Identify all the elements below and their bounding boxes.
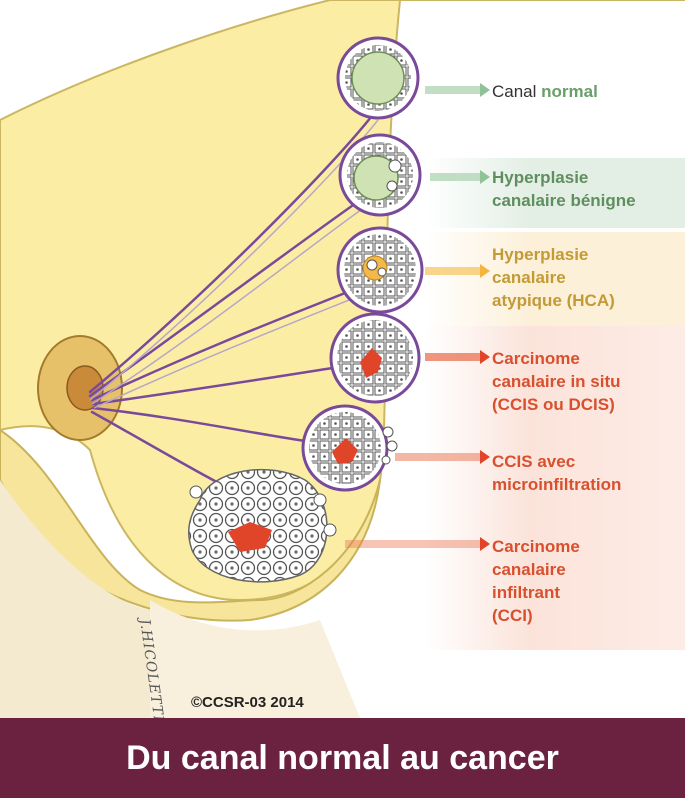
band-benign xyxy=(425,158,685,228)
footer-banner: Du canal normal au cancer xyxy=(0,718,685,798)
arrows xyxy=(345,83,490,551)
chest-hatching xyxy=(150,600,360,718)
label-normal: Canal normal xyxy=(492,82,598,101)
band-cancer xyxy=(425,326,685,650)
chest-shadow xyxy=(0,480,150,718)
label-atypical-hyperplasia: Hyperplasie canalaire atypique (HCA) xyxy=(492,245,615,310)
label-dcis: Carcinome canalaire in situ (CCIS ou DCI… xyxy=(492,349,621,414)
duct-normal xyxy=(336,36,420,120)
footer-title: Du canal normal au cancer xyxy=(126,739,559,777)
duct-dcis xyxy=(329,312,421,404)
label-microinfiltration: CCIS avec microinfiltration xyxy=(492,452,622,494)
label-benign-hyperplasia: Hyperplasie canalaire bénigne xyxy=(492,168,636,210)
tumor-invasive xyxy=(188,468,337,583)
label-invasive-carcinoma: Carcinome canalaire infiltrant (CCI) xyxy=(492,537,580,625)
copyright-notice: ©CCSR-03 2014 xyxy=(191,694,304,711)
duct-atypical xyxy=(336,226,424,314)
duct-benign xyxy=(338,133,422,217)
band-atypical xyxy=(425,232,685,326)
duct-microinfiltration xyxy=(301,404,398,492)
